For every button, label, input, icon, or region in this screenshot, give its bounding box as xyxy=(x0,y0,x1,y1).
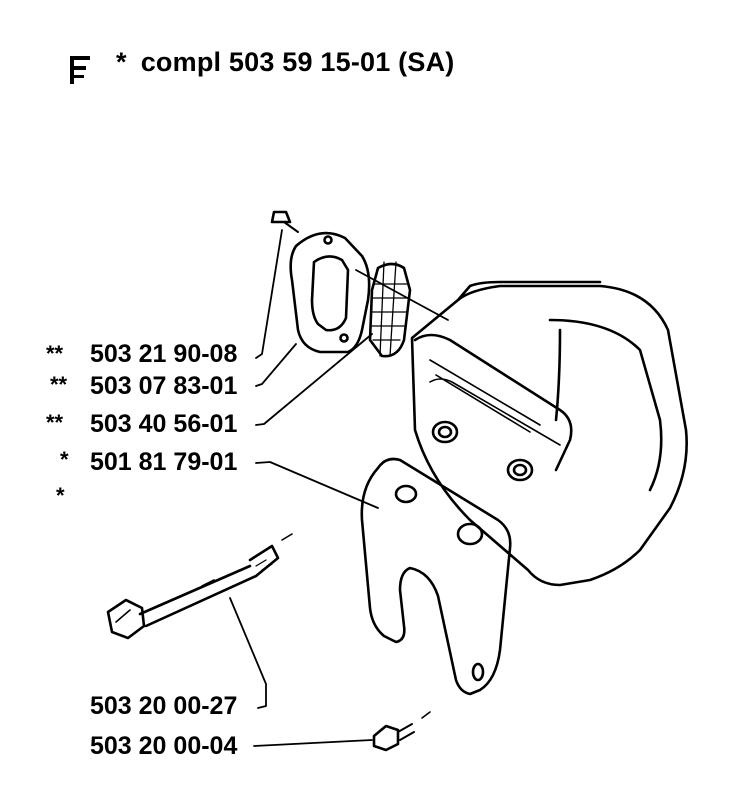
page-header: * compl 503 59 15-01 (SA) xyxy=(68,42,455,84)
callout-part-1: 503 21 90-08 xyxy=(90,340,238,368)
callout-part-2: 503 07 83-01 xyxy=(90,372,238,400)
callout-marker-5: * xyxy=(56,483,65,508)
callout-marker-3: ** xyxy=(46,410,64,435)
callout-marker-4: * xyxy=(60,447,69,472)
leader-lines xyxy=(229,229,449,747)
callout-marker-1: ** xyxy=(46,341,64,366)
spark-screen-icon xyxy=(368,261,412,358)
callout-part-4: 501 81 79-01 xyxy=(90,448,238,476)
callout-marker-2: ** xyxy=(50,372,68,397)
screw-icon xyxy=(270,210,299,233)
callout-part-6: 503 20 00-27 xyxy=(90,692,238,720)
small-screw-icon xyxy=(372,711,431,752)
bolt-icon xyxy=(106,533,293,640)
assembly-part-number: compl 503 59 15-01 (SA) xyxy=(140,46,455,77)
wrench-fork-symbol-icon xyxy=(70,56,90,84)
callout-part-7: 503 20 00-04 xyxy=(90,732,238,760)
flange-gasket-icon xyxy=(289,231,371,354)
bracket-plate-icon xyxy=(360,457,512,696)
header-star: * xyxy=(116,46,127,77)
callout-part-3: 503 40 56-01 xyxy=(90,410,238,438)
muffler-icon xyxy=(410,280,688,587)
